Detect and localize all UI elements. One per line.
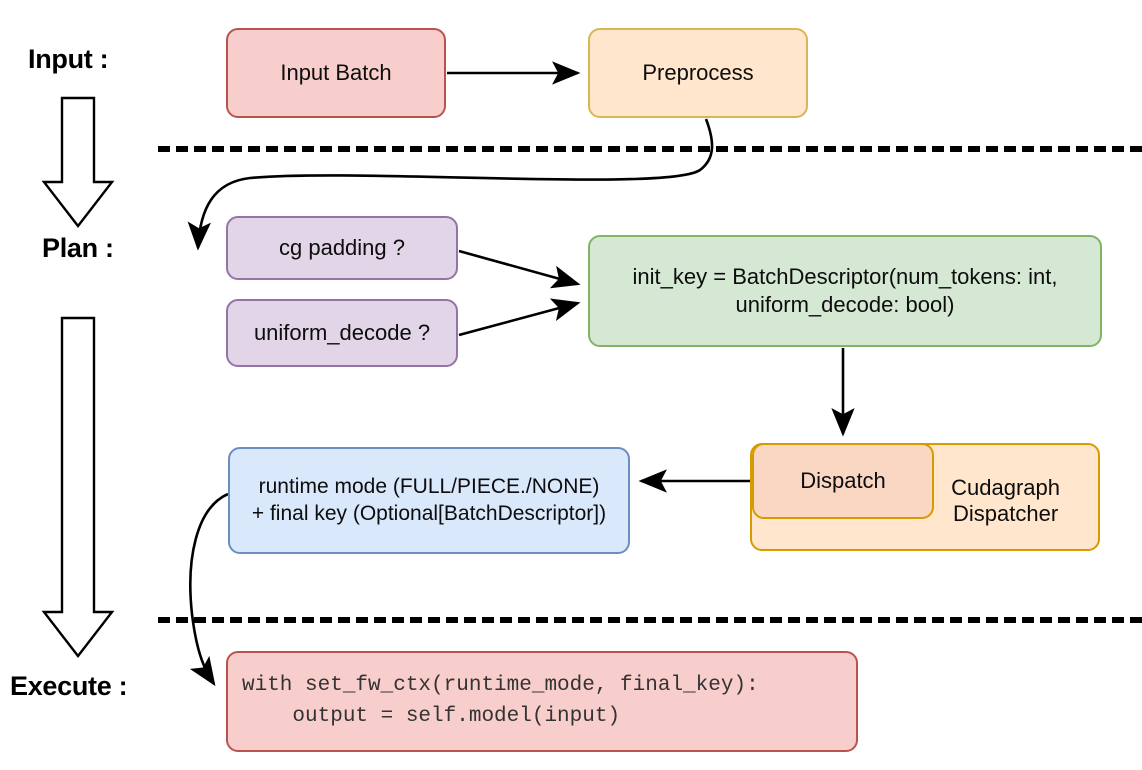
divider-input-plan	[158, 146, 1142, 152]
node-dispatch[interactable]: Dispatch	[752, 443, 934, 519]
stage-arrow-input-to-plan	[41, 96, 115, 228]
node-preprocess[interactable]: Preprocess	[588, 28, 808, 118]
node-runtime-mode[interactable]: runtime mode (FULL/PIECE./NONE) + final …	[228, 447, 630, 554]
node-execute-code[interactable]: with set_fw_ctx(runtime_mode, final_key)…	[226, 651, 858, 752]
node-init-key[interactable]: init_key = BatchDescriptor(num_tokens: i…	[588, 235, 1102, 347]
connector-uniform-decode-to-init-key	[458, 298, 581, 337]
node-cg-padding[interactable]: cg padding ?	[226, 216, 458, 280]
node-input-batch[interactable]: Input Batch	[226, 28, 446, 118]
stage-label-execute: Execute :	[10, 671, 128, 701]
divider-plan-execute	[158, 617, 1142, 623]
stage-label-input: Input :	[28, 44, 109, 74]
connector-runtime-mode-to-execute	[189, 492, 229, 687]
node-uniform-decode[interactable]: uniform_decode ?	[226, 299, 458, 367]
stage-label-plan: Plan :	[42, 233, 114, 263]
connector-cg-padding-to-init-key	[458, 249, 581, 289]
stage-arrow-plan-to-execute	[41, 316, 115, 658]
